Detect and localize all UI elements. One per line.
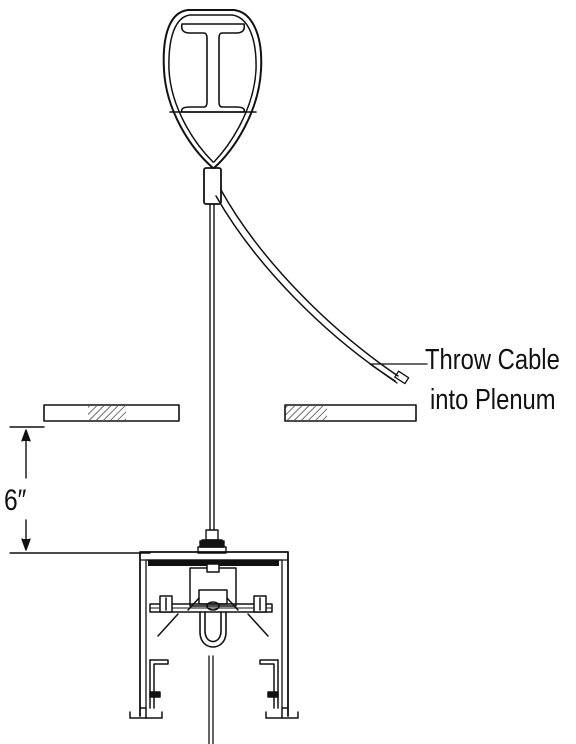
dimension-label: 6″	[4, 484, 27, 517]
slack-cable	[215, 189, 399, 382]
reflector-lines	[157, 613, 269, 637]
dimension-6in	[9, 426, 151, 554]
internal-bracket	[149, 563, 273, 613]
ceiling-left	[43, 404, 180, 422]
clamp-outer-loop	[162, 9, 263, 169]
ceiling-right	[284, 404, 417, 422]
annotation-line-2: into Plenum	[430, 384, 556, 416]
right-extrusion	[259, 659, 299, 719]
leader-line	[369, 363, 428, 384]
swivel-fitting	[197, 529, 227, 554]
power-cord	[208, 655, 214, 744]
beam-clamp	[162, 9, 263, 169]
i-beam	[169, 23, 257, 113]
fixture-housing	[139, 551, 289, 717]
clamp-inner-loop	[168, 14, 257, 163]
cable-gripper	[203, 167, 222, 205]
left-extrusion	[129, 659, 169, 719]
cable-end-ferrule	[394, 370, 410, 385]
u-clip	[199, 601, 227, 648]
aircraft-cable	[209, 203, 215, 531]
annotation-line-1: Throw Cable	[425, 344, 560, 376]
